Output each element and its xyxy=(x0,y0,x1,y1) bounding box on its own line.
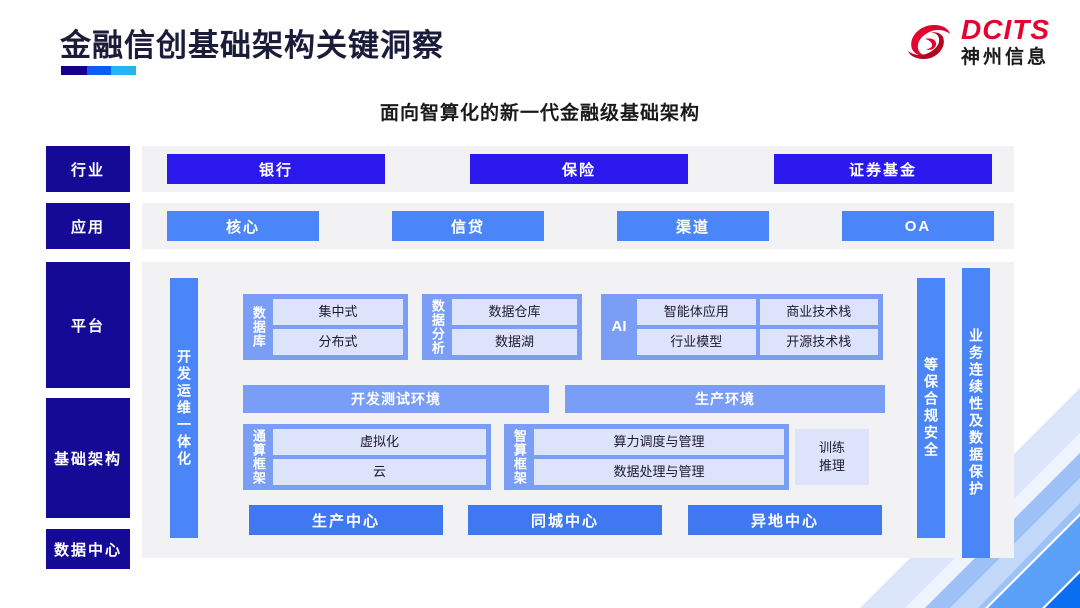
layer-label-industry: 行业 xyxy=(46,146,130,192)
cell-data-warehouse[interactable]: 数据仓库 xyxy=(452,299,577,325)
training-label: 训练 xyxy=(818,440,845,456)
page-title: 金融信创基础架构关键洞察 xyxy=(60,28,444,63)
group-data-analysis: 数据分析 数据仓库 数据湖 xyxy=(422,294,582,360)
env-bar-production[interactable]: 生产环境 xyxy=(565,385,885,413)
cell-training-inference[interactable]: 训练 推理 xyxy=(795,429,869,485)
application-chip-core[interactable]: 核心 xyxy=(167,211,319,241)
group-ai: AI 智能体应用 行业模型 商业技术栈 开源技术栈 xyxy=(601,294,883,360)
accent-segment-3 xyxy=(111,66,136,75)
group-caption-intelligent-compute: 智算框架 xyxy=(511,429,527,485)
industry-chip-insurance[interactable]: 保险 xyxy=(470,154,688,184)
company-logo: DCITS 神州信息 xyxy=(903,16,1050,67)
cell-data-processing[interactable]: 数据处理与管理 xyxy=(534,459,784,485)
industry-chip-bank[interactable]: 银行 xyxy=(167,154,385,184)
logo-text-en: DCITS xyxy=(961,14,1050,45)
env-bar-dev-test[interactable]: 开发测试环境 xyxy=(243,385,549,413)
layer-label-infrastructure: 基础架构 xyxy=(46,398,130,518)
cell-data-lake[interactable]: 数据湖 xyxy=(452,329,577,355)
datacenter-chip-remote[interactable]: 异地中心 xyxy=(688,505,882,535)
cell-database-distributed[interactable]: 分布式 xyxy=(273,329,403,355)
group-intelligent-compute-framework: 智算框架 算力调度与管理 数据处理与管理 xyxy=(504,424,789,490)
vertical-bar-security-compliance: 等保合规安全 xyxy=(917,278,945,538)
group-general-compute-framework: 通算框架 虚拟化 云 xyxy=(243,424,491,490)
application-chip-credit[interactable]: 信贷 xyxy=(392,211,544,241)
cell-ai-opensource-stack[interactable]: 开源技术栈 xyxy=(759,329,878,355)
cell-compute-scheduling[interactable]: 算力调度与管理 xyxy=(534,429,784,455)
vertical-bar-business-continuity: 业务连续性及数据保护 xyxy=(962,268,990,558)
datacenter-chip-production[interactable]: 生产中心 xyxy=(249,505,443,535)
application-chip-oa[interactable]: OA xyxy=(842,211,994,241)
group-caption-ai: AI xyxy=(611,318,627,336)
group-caption-database: 数据库 xyxy=(250,306,266,348)
industry-chip-securities-funds[interactable]: 证券基金 xyxy=(774,154,992,184)
vertical-bar-devops: 开发运维一体化 xyxy=(170,278,198,538)
application-chip-channel[interactable]: 渠道 xyxy=(617,211,769,241)
accent-segment-2 xyxy=(86,66,112,75)
group-database: 数据库 集中式 分布式 xyxy=(243,294,408,360)
cell-virtualization[interactable]: 虚拟化 xyxy=(273,429,486,455)
group-caption-data-analysis: 数据分析 xyxy=(429,299,445,355)
logo-text-cn: 神州信息 xyxy=(961,47,1050,68)
cell-ai-industry-model[interactable]: 行业模型 xyxy=(637,329,756,355)
group-caption-general-compute: 通算框架 xyxy=(250,429,266,485)
cell-ai-commercial-stack[interactable]: 商业技术栈 xyxy=(759,299,878,325)
cell-cloud[interactable]: 云 xyxy=(273,459,486,485)
layer-label-platform: 平台 xyxy=(46,262,130,388)
dcits-swirl-icon xyxy=(908,24,950,59)
layer-label-datacenter: 数据中心 xyxy=(46,529,130,569)
layer-label-application: 应用 xyxy=(46,203,130,249)
cell-ai-agent-apps[interactable]: 智能体应用 xyxy=(637,299,756,325)
accent-segment-1 xyxy=(61,66,87,75)
cell-database-centralized[interactable]: 集中式 xyxy=(273,299,403,325)
inference-label: 推理 xyxy=(818,458,845,473)
title-accent-bar xyxy=(61,66,136,75)
datacenter-chip-same-city[interactable]: 同城中心 xyxy=(468,505,662,535)
page-subtitle: 面向智算化的新一代金融级基础架构 xyxy=(379,103,700,124)
